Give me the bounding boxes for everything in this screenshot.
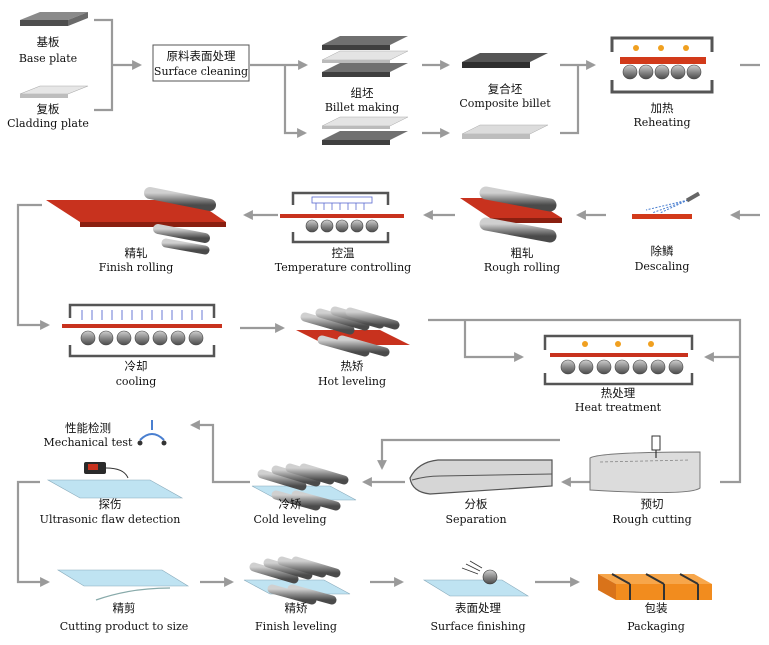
composite-billet-en: Composite billet: [459, 97, 551, 110]
finish-rolling-en: Finish rolling: [99, 261, 174, 274]
cladding-plate-cn: 复板: [37, 102, 60, 116]
billet-making-en: Billet making: [325, 101, 399, 114]
hot-leveling-en: Hot leveling: [318, 375, 386, 388]
heat-treatment-en: Heat treatment: [575, 401, 662, 414]
rough-rolling-cn: 粗轧: [511, 246, 534, 260]
finish-rolling-icon: [46, 187, 226, 255]
composite-billet-light-icon: [461, 124, 549, 139]
billet-making-cn: 组坯: [351, 86, 374, 100]
descaling-icon: [632, 191, 701, 219]
finish-rolling-cn: 精轧: [125, 246, 148, 260]
separation-icon: [409, 459, 553, 495]
separation-en: Separation: [445, 513, 506, 526]
cladding-plate-en: Cladding plate: [7, 117, 89, 130]
rough-rolling-icon: [460, 186, 562, 243]
billet-stack-bottom-icon: [321, 116, 409, 145]
finish-leveling-cn: 精矫: [285, 601, 308, 615]
packaging-cn: 包装: [645, 601, 668, 615]
surface-cleaning-cn: 原料表面处理: [167, 49, 236, 63]
separation-cn: 分板: [465, 497, 488, 511]
base-plate-cn: 基板: [37, 35, 60, 49]
hot-leveling-icon: [296, 306, 410, 357]
cold-leveling-icon: [251, 463, 357, 511]
mechanical-test-en: Mechanical test: [44, 436, 133, 449]
surface-finishing-cn: 表面处理: [455, 601, 501, 615]
base-plate-node: 基板 Base plate: [19, 12, 88, 65]
cutting-to-size-icon: [56, 569, 190, 601]
cladding-plate-node: 复板 Cladding plate: [7, 85, 89, 130]
temperature-controlling-en: Temperature controlling: [275, 261, 411, 274]
surface-cleaning-en: Surface cleaning: [154, 65, 248, 78]
packaging-en: Packaging: [627, 620, 685, 633]
cold-leveling-cn: 冷矫: [279, 497, 302, 511]
rough-cutting-en: Rough cutting: [612, 513, 691, 526]
ultrasonic-icon: [46, 462, 184, 499]
temperature-controlling-icon: [280, 191, 404, 244]
finish-leveling-en: Finish leveling: [255, 620, 337, 633]
hot-leveling-cn: 热矫: [341, 359, 364, 373]
flow-connectors: [16, 18, 760, 587]
finish-leveling-icon: [243, 556, 351, 605]
temperature-controlling-cn: 控温: [332, 246, 355, 260]
reheating-en: Reheating: [633, 116, 690, 129]
cold-leveling-en: Cold leveling: [253, 513, 326, 526]
cutting-to-size-cn: 精剪: [113, 601, 136, 615]
heat-treatment-cn: 热处理: [601, 386, 636, 400]
descaling-en: Descaling: [635, 260, 690, 273]
cooling-en: cooling: [116, 375, 157, 388]
base-plate-en: Base plate: [19, 52, 77, 65]
rough-cutting-cn: 预切: [641, 497, 664, 511]
composite-billet-icon: [462, 53, 548, 68]
cutting-to-size-en: Cutting product to size: [60, 620, 189, 633]
reheating-cn: 加热: [651, 101, 674, 115]
rough-rolling-en: Rough rolling: [484, 261, 560, 274]
plates-bracket: [94, 18, 114, 112]
surface-finishing-icon: [422, 560, 530, 597]
heat-treatment-icon: [543, 334, 694, 386]
billet-stack-top-icon: [321, 36, 409, 77]
reheating-furnace-icon: [610, 36, 714, 94]
ultrasonic-en: Ultrasonic flaw detection: [40, 513, 181, 526]
mechanical-test-icon: [137, 420, 167, 446]
cooling-icon: [62, 303, 222, 358]
cooling-cn: 冷却: [125, 359, 148, 373]
composite-billet-cn: 复合坯: [488, 82, 523, 96]
rough-cutting-icon: [589, 435, 701, 494]
surface-finishing-en: Surface finishing: [431, 620, 526, 633]
mechanical-test-cn: 性能检测: [65, 421, 111, 435]
packaging-icon: [598, 573, 712, 600]
descaling-cn: 除鳞: [651, 244, 674, 258]
ultrasonic-cn: 探伤: [99, 497, 122, 511]
surface-cleaning-node: 原料表面处理 Surface cleaning: [152, 44, 250, 82]
